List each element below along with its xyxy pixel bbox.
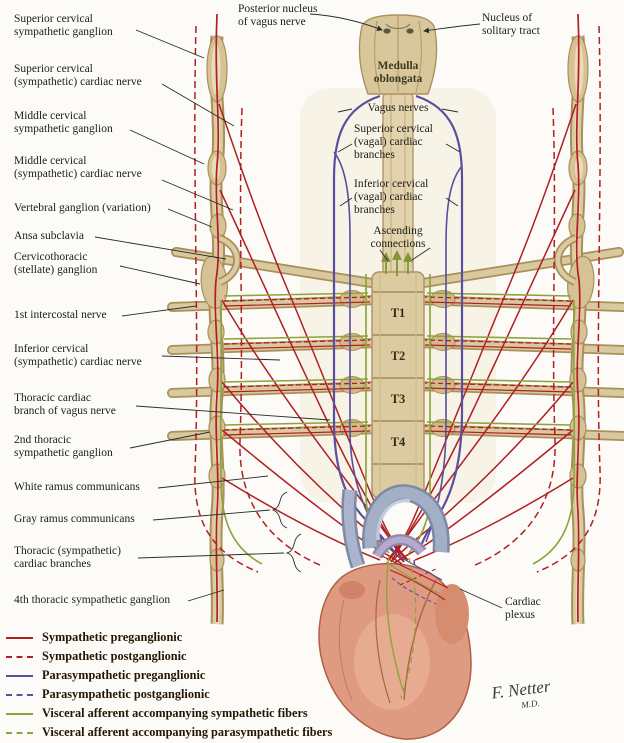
label-posterior-nucleus-of-vagus-nerve: Posterior nucleus of vagus nerve bbox=[238, 3, 318, 28]
posterior-nucleus-dot bbox=[383, 28, 391, 34]
vertebra-label-t1: T1 bbox=[390, 306, 406, 320]
vertebra-label-t3: T3 bbox=[390, 392, 406, 406]
legend-line-swatch bbox=[6, 731, 33, 734]
label-gray-ramus-communicans: Gray ramus communicans bbox=[14, 513, 135, 525]
label-nucleus-of-solitary-tract: Nucleus of solitary tract bbox=[482, 12, 540, 37]
label-superior-cervical-sympathetic-ganglion: Superior cervical sympathetic ganglion bbox=[14, 13, 113, 38]
label-superior-cervical-sympathetic-cardiac-nerve: Superior cervical (sympathetic) cardiac … bbox=[14, 63, 142, 88]
legend-line-swatch bbox=[6, 712, 33, 715]
label-white-ramus-communicans: White ramus communicans bbox=[14, 481, 140, 493]
legend-line-swatch bbox=[6, 655, 33, 658]
label-middle-cervical-sympathetic-ganglion: Middle cervical sympathetic ganglion bbox=[14, 110, 113, 135]
label-medulla-oblongata: Medulla oblongata bbox=[373, 60, 423, 85]
legend-item-label: Parasympathetic postganglionic bbox=[42, 687, 210, 701]
legend-line-swatch bbox=[6, 693, 33, 696]
vertebra-label-t2: T2 bbox=[390, 349, 406, 363]
heart-illustration bbox=[318, 484, 472, 740]
legend-item: Sympathetic preganglionic bbox=[6, 628, 486, 647]
label-cervicothoracic-stellate-ganglion: Cervicothoracic (stellate) ganglion bbox=[14, 251, 98, 276]
legend-item: Sympathetic postganglionic bbox=[6, 647, 486, 666]
legend-item-label: Sympathetic preganglionic bbox=[42, 630, 183, 644]
label-second-thoracic-sympathetic-ganglion: 2nd thoracic sympathetic ganglion bbox=[14, 434, 113, 459]
label-fourth-thoracic-sympathetic-ganglion: 4th thoracic sympathetic ganglion bbox=[14, 594, 171, 606]
legend-item: Parasympathetic postganglionic bbox=[6, 685, 486, 704]
label-thoracic-sympathetic-cardiac-branches: Thoracic (sympathetic) cardiac branches bbox=[14, 545, 121, 570]
legend: Sympathetic preganglionic Sympathetic po… bbox=[6, 628, 486, 742]
label-middle-cervical-sympathetic-cardiac-nerve: Middle cervical (sympathetic) cardiac ne… bbox=[14, 155, 142, 180]
legend-line-swatch bbox=[6, 674, 33, 677]
label-first-intercostal-nerve: 1st intercostal nerve bbox=[14, 309, 107, 321]
spinal-nerve-bars-left bbox=[167, 247, 383, 441]
label-inferior-cervical-sympathetic-cardiac-nerve: Inferior cervical (sympathetic) cardiac … bbox=[14, 343, 142, 368]
medulla-oblongata-shape bbox=[358, 14, 438, 95]
legend-item-label: Sympathetic postganglionic bbox=[42, 649, 187, 663]
legend-item: Parasympathetic preganglionic bbox=[6, 666, 486, 685]
cardiac-branches-brace bbox=[285, 533, 302, 573]
label-vertebral-ganglion-variation: Vertebral ganglion (variation) bbox=[14, 202, 151, 214]
label-inferior-cervical-vagal-cardiac-branches: Inferior cervical (vagal) cardiac branch… bbox=[354, 178, 429, 216]
spinal-column bbox=[371, 89, 425, 499]
gray-ramus-brace bbox=[271, 491, 288, 529]
label-superior-cervical-vagal-cardiac-branches: Superior cervical (vagal) cardiac branch… bbox=[354, 123, 433, 161]
legend-item-label: Visceral afferent accompanying parasympa… bbox=[42, 725, 333, 739]
legend-item-label: Parasympathetic preganglionic bbox=[42, 668, 206, 682]
solitary-tract-nucleus-dot bbox=[406, 28, 414, 34]
vertebra-label-t4: T4 bbox=[390, 435, 406, 449]
label-thoracic-cardiac-branch-of-vagus-nerve: Thoracic cardiac branch of vagus nerve bbox=[14, 392, 116, 417]
label-vagus-nerves: Vagus nerves bbox=[367, 102, 429, 114]
leader-lines bbox=[94, 13, 503, 609]
label-ascending-connections: Ascending connections bbox=[370, 225, 426, 250]
label-ansa-subclavia: Ansa subclavia bbox=[14, 230, 84, 242]
label-cardiac-plexus: Cardiac plexus bbox=[505, 596, 541, 621]
cardiac-plexus-lines bbox=[381, 555, 449, 699]
legend-item: Visceral afferent accompanying parasympa… bbox=[6, 723, 486, 742]
legend-line-swatch bbox=[6, 636, 33, 639]
legend-item-label: Visceral afferent accompanying sympathet… bbox=[42, 706, 308, 720]
sympathetic-chain-right bbox=[558, 36, 594, 624]
legend-item: Visceral afferent accompanying sympathet… bbox=[6, 704, 486, 723]
